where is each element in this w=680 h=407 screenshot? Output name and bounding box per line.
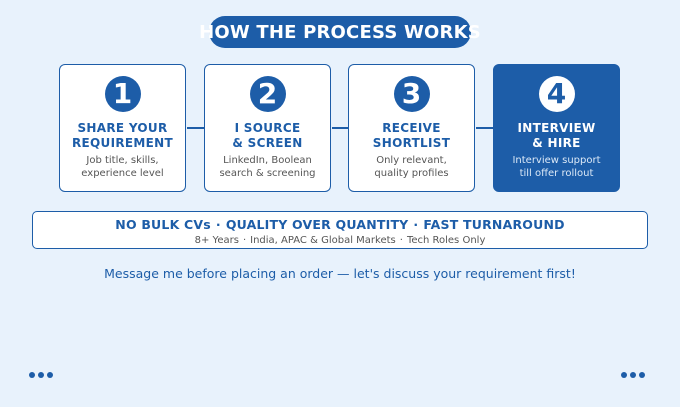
step-title-line: REQUIREMENT	[72, 136, 173, 150]
step-number-badge: 4	[538, 76, 575, 112]
meta-line: 8+ Years·India, APAC & Global Markets·Te…	[33, 235, 647, 247]
step-title: INTERVIEW & HIRE	[494, 121, 619, 151]
dot	[47, 372, 53, 378]
meta-markets: India, APAC & Global Markets	[250, 235, 396, 246]
step-description-line: Job title, skills,	[86, 155, 159, 166]
step-title: I SOURCE & SCREEN	[205, 121, 330, 151]
feature-fast-turnaround: FAST TURNAROUND	[423, 217, 565, 232]
meta-experience: 8+ Years	[194, 235, 239, 246]
step-title-line: SHORTLIST	[372, 136, 451, 150]
step-title: RECEIVE SHORTLIST	[349, 121, 474, 151]
dot	[29, 372, 35, 378]
step-description: Only relevant, quality profiles	[351, 154, 472, 180]
features-line: NO BULK CVs · QUALITY OVER QUANTITY · FAST T…	[33, 217, 647, 232]
dot	[621, 372, 627, 378]
call-to-action-text: Message me before placing an order — let…	[104, 266, 576, 281]
step-connector	[332, 127, 349, 129]
step-connector	[476, 127, 493, 129]
feature-quality-over-quantity: QUALITY OVER QUANTITY	[225, 217, 409, 232]
meta-separator: ·	[399, 235, 403, 246]
dot	[639, 372, 645, 378]
step-description-line: experience level	[81, 168, 164, 179]
meta-roles: Tech Roles Only	[406, 235, 486, 246]
step-number-badge: 1	[104, 76, 141, 112]
page-title: HOW THE PROCESS WORKS	[199, 16, 481, 48]
step-title-line: RECEIVE	[382, 121, 441, 135]
step-description: LinkedIn, Boolean search & screening	[207, 154, 328, 180]
step-title-line: SHARE YOUR	[77, 121, 168, 135]
step-description-line: till offer rollout	[519, 168, 594, 179]
step-title-line: & SCREEN	[232, 136, 303, 150]
step-description-line: Interview support	[512, 155, 601, 166]
feature-no-bulk-cvs: NO BULK CVs	[115, 217, 211, 232]
step-connector	[187, 127, 204, 129]
step-title: SHARE YOUR REQUIREMENT	[60, 121, 185, 151]
step-card-2: 2 I SOURCE & SCREEN LinkedIn, Boolean se…	[204, 64, 331, 192]
step-card-1: 1 SHARE YOUR REQUIREMENT Job title, skil…	[59, 64, 186, 192]
step-description: Job title, skills, experience level	[62, 154, 183, 180]
step-number-badge: 2	[249, 76, 286, 112]
step-number-badge: 3	[393, 76, 430, 112]
step-title-line: & HIRE	[532, 136, 581, 150]
dot	[38, 372, 44, 378]
step-card-4: 4 INTERVIEW & HIRE Interview support til…	[493, 64, 620, 192]
meta-separator: ·	[242, 235, 247, 246]
step-description-line: search & screening	[219, 168, 316, 179]
step-card-3: 3 RECEIVE SHORTLIST Only relevant, quali…	[348, 64, 475, 192]
step-title-line: INTERVIEW	[517, 121, 596, 135]
step-description: Interview support till offer rollout	[496, 154, 617, 180]
feature-separator: ·	[413, 217, 419, 232]
three-dots-icon	[621, 372, 645, 378]
three-dots-icon	[29, 372, 53, 378]
step-title-line: I SOURCE	[234, 121, 301, 135]
step-description-line: LinkedIn, Boolean	[223, 155, 312, 166]
feature-separator: ·	[215, 217, 221, 232]
dot	[630, 372, 636, 378]
step-description-line: Only relevant,	[376, 155, 447, 166]
step-description-line: quality profiles	[374, 168, 449, 179]
features-banner: NO BULK CVs · QUALITY OVER QUANTITY · FAST T…	[32, 211, 648, 249]
